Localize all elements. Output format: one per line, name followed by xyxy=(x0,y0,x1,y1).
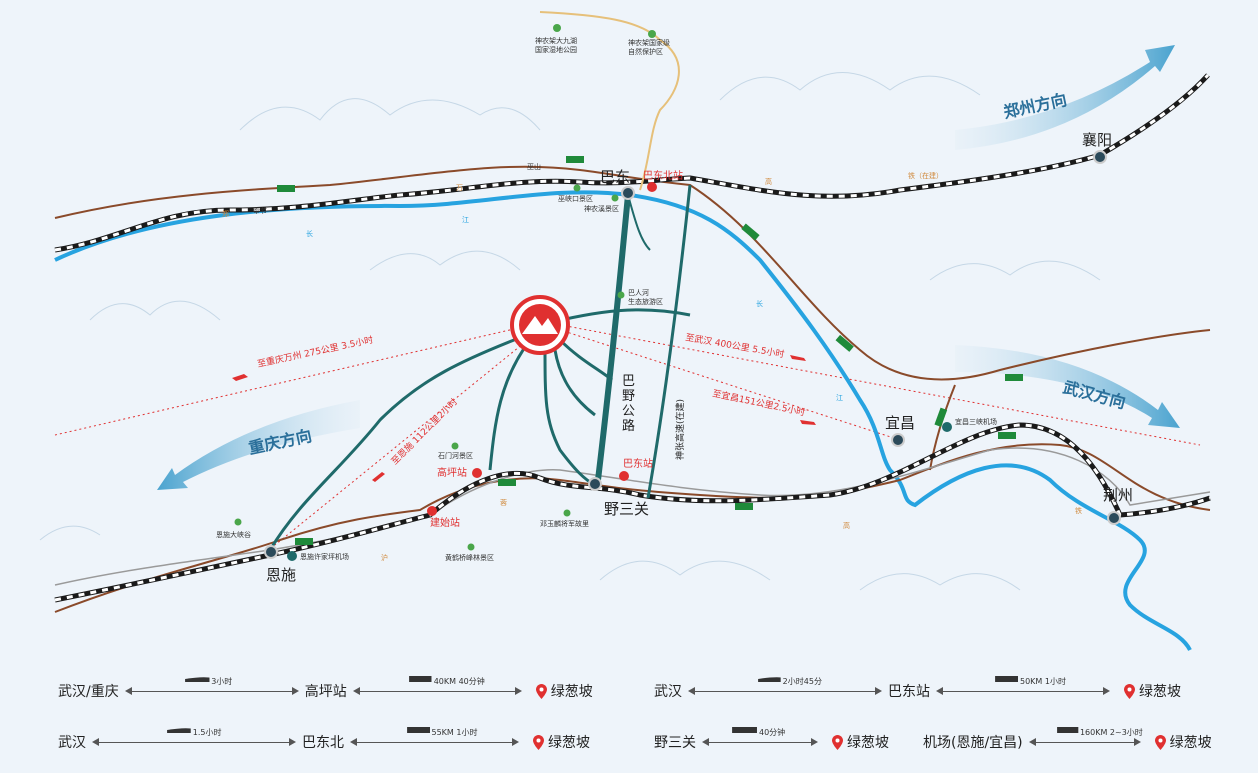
station-markers xyxy=(427,182,657,516)
legend-connector: 160KM 2~3小时 xyxy=(1028,727,1145,749)
station-badong-north: 巴东北站 xyxy=(643,169,683,182)
legend-connector: 40分钟 xyxy=(702,727,818,749)
legend-connector: 3小时 xyxy=(124,676,299,698)
legend-connector: 2小时45分 xyxy=(688,676,882,698)
yangtze-river xyxy=(54,190,1192,652)
rail-char-rong: 蓉 xyxy=(500,498,507,507)
poi-shennongxi: 神农溪景区 xyxy=(584,204,619,213)
poi-shimen: 石门河景区 xyxy=(438,451,473,460)
bus-icon xyxy=(1056,727,1088,733)
legend-connector: 1.5小时 xyxy=(92,727,296,749)
travel-legend: 武汉/重庆 3小时 高坪站 40KM 40分钟 绿葱坡 武汉 2小时45分 巴东… xyxy=(0,668,1258,773)
poi-baren: 巴人河生态旅游区 xyxy=(628,289,663,306)
poi-shennongjia-jiuhu: 神农架大九湖国家湿地公园 xyxy=(535,36,577,54)
river-char-chang2: 长 xyxy=(756,299,763,308)
route-note-wuhan: 至武汉 400公里 5.5小时 xyxy=(684,331,806,361)
svg-text:至宜昌151公里2.5小时: 至宜昌151公里2.5小时 xyxy=(711,387,806,418)
route-note-yichang: 至宜昌151公里2.5小时 xyxy=(711,387,816,425)
north-road xyxy=(539,11,680,191)
legend-mid: 高坪站 xyxy=(304,684,347,700)
wuhan-direction-arrow: 武汉方向 xyxy=(955,345,1180,428)
station-badong: 巴东站 xyxy=(623,457,653,470)
city-markers xyxy=(264,150,1121,559)
rail-char-wan: 万 xyxy=(456,184,463,192)
poi-markers xyxy=(234,24,656,551)
river-char-chang: 长 xyxy=(306,229,313,238)
legend-row-4: 野三关 40分钟 绿葱坡 机场(恩施/宜昌) 160KM 2~3小时 绿葱坡 xyxy=(654,727,1212,751)
location-pin-icon xyxy=(832,734,843,750)
river-char-jiang2: 江 xyxy=(836,394,843,402)
bus-icon xyxy=(409,676,441,682)
location-pin-icon xyxy=(533,734,544,750)
poi-xiling: 巫峡口景区 xyxy=(558,194,593,203)
city-enshi: 恩施 xyxy=(266,566,296,584)
rail-char-gao: 高 xyxy=(765,177,772,186)
location-pin-icon xyxy=(1124,683,1135,699)
bus-icon xyxy=(406,727,438,733)
poi-enshi-airport: 恩施许家坪机场 xyxy=(300,552,349,561)
legend-from: 武汉/重庆 xyxy=(58,684,119,700)
location-pin-icon xyxy=(535,683,547,699)
legend-row-2: 武汉 2小时45分 巴东站 50KM 1小时 绿葱坡 xyxy=(654,676,1181,700)
rail-char-tie: 铁 xyxy=(1075,506,1082,515)
mountain-decoration xyxy=(39,72,1101,591)
legend-row-1: 武汉/重庆 3小时 高坪站 40KM 40分钟 绿葱坡 xyxy=(58,676,593,701)
city-jingzhou: 荆州 xyxy=(1103,486,1133,504)
bus-icon xyxy=(995,676,1027,682)
legend-connector: 55KM 1小时 xyxy=(350,727,519,749)
legend-row-3: 武汉 1.5小时 巴东北 55KM 1小时 绿葱坡 xyxy=(58,727,590,751)
route-note-wanzhou: 至重庆万州 275公里 3.5小时 xyxy=(232,334,374,381)
poi-wushan: 巫山 xyxy=(527,162,541,171)
city-yesanguan: 野三关 xyxy=(604,500,649,518)
road-shields xyxy=(277,156,1023,545)
train-icon xyxy=(167,728,198,733)
train-icon xyxy=(758,677,789,682)
poi-fengjie: 奉节 xyxy=(253,206,267,215)
resort-logo xyxy=(510,295,570,355)
rail-char-hu: 沪 xyxy=(381,553,388,562)
poi-shennongjia-reserve: 神农架国家级自然保护区 xyxy=(628,38,670,56)
travel-route-lines xyxy=(54,321,1201,546)
poi-yichang-airport: 宜昌三峡机场 xyxy=(955,417,997,426)
poi-huanghe: 黄鹤桥峰林景区 xyxy=(445,553,494,562)
bus-icon xyxy=(732,727,764,733)
legend-dest: 绿葱坡 xyxy=(550,684,593,700)
svg-text:至重庆万州 275公里 3.5小时: 至重庆万州 275公里 3.5小时 xyxy=(256,334,374,370)
city-yichang: 宜昌 xyxy=(885,414,915,432)
station-gaoping: 高坪站 xyxy=(437,466,467,479)
train-icon xyxy=(184,677,215,682)
poi-enshi-canyon: 恩施大峡谷 xyxy=(216,530,251,539)
rail-char-tie-zaijian: 铁（在建） xyxy=(908,171,943,180)
legend-connector: 40KM 40分钟 xyxy=(352,676,522,698)
zhengzhou-direction-arrow: 郑州方向 xyxy=(955,45,1175,150)
railways xyxy=(54,73,1211,603)
station-jianshi: 建始站 xyxy=(430,516,460,529)
poi-dengyu: 邓玉麟将军故里 xyxy=(540,519,589,528)
rail-char-zheng: 郑 xyxy=(222,210,229,218)
road-bayegonglu: 巴野公路 xyxy=(622,374,635,434)
road-expressway: 神张高速(在建) xyxy=(674,399,686,460)
airport-icons xyxy=(287,422,952,561)
legend-connector: 50KM 1小时 xyxy=(936,676,1110,698)
local-roads xyxy=(268,184,692,551)
rail-char-gao2: 高 xyxy=(843,521,850,530)
location-pin-icon xyxy=(1154,734,1166,750)
svg-text:至武汉 400公里 5.5小时: 至武汉 400公里 5.5小时 xyxy=(684,331,785,360)
city-xiangyang: 襄阳 xyxy=(1082,131,1112,149)
river-char-jiang: 江 xyxy=(462,216,469,224)
city-badong: 巴东 xyxy=(600,168,630,186)
region-map: 郑州方向 武汉方向 重庆方向 xyxy=(39,11,1211,652)
